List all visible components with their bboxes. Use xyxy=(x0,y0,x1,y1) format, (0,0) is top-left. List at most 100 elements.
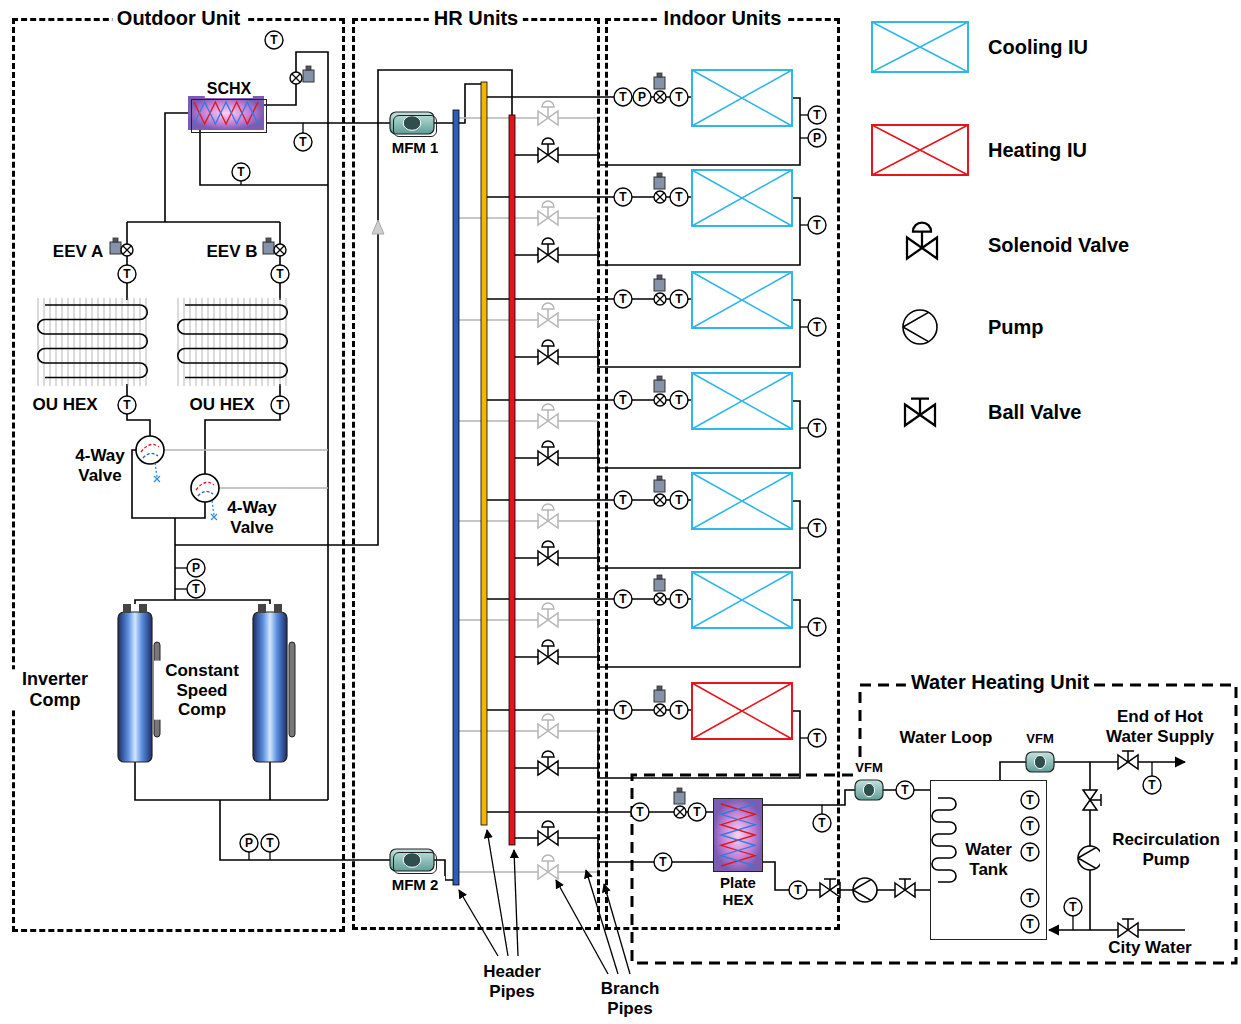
coil-fin xyxy=(184,298,185,386)
coil-fin xyxy=(262,298,263,386)
tank-coil xyxy=(932,798,956,882)
sensor-label: T xyxy=(675,593,682,605)
flow-meter-dial xyxy=(403,853,421,868)
valve-body xyxy=(654,293,666,305)
indoor-unit xyxy=(692,683,792,739)
header-pipe xyxy=(453,110,459,885)
indoor-unit-cross xyxy=(692,170,792,226)
sensor-circle xyxy=(1021,889,1039,907)
component-label: MFM 2 xyxy=(385,876,445,893)
part-label: EEV A xyxy=(51,242,105,262)
valve-body xyxy=(538,650,558,664)
sensor-circle xyxy=(1021,817,1039,835)
valve-cap xyxy=(542,541,554,547)
valve-body xyxy=(654,91,666,103)
compressor-terminal xyxy=(123,604,131,613)
valve-cross xyxy=(656,295,664,303)
legend-label: Ball Valve xyxy=(988,401,1081,424)
indoor-unit xyxy=(872,125,968,175)
sensor-stub xyxy=(302,123,303,133)
valve-stem xyxy=(547,827,549,838)
sensor-stub xyxy=(800,527,808,528)
sensor-circle xyxy=(808,519,826,537)
sensor-label: T xyxy=(619,704,626,716)
valve-body xyxy=(654,394,666,406)
sensor-circle xyxy=(1064,898,1082,916)
coil-fin xyxy=(220,298,221,386)
pipe-line xyxy=(459,619,598,621)
valve-body xyxy=(538,111,558,125)
valve-actuator xyxy=(654,380,665,392)
part-label: Recirculation Pump xyxy=(1100,830,1232,869)
valve-body xyxy=(538,211,558,225)
legend-label: Solenoid Valve xyxy=(988,234,1129,257)
coil-fin xyxy=(232,298,233,386)
valve-body xyxy=(290,72,302,84)
valve-body xyxy=(121,244,133,256)
sensor-circle xyxy=(118,265,136,283)
sensor-circle xyxy=(670,590,688,608)
sensor-circle xyxy=(670,391,688,409)
sensor-circle xyxy=(808,419,826,437)
sensor-circle xyxy=(614,590,632,608)
pipe-line xyxy=(219,487,328,489)
part-label: Branch Pipes xyxy=(593,979,667,1018)
valve-actuator xyxy=(110,242,121,254)
pipe-line xyxy=(126,222,128,300)
pipe-line xyxy=(164,449,328,451)
ball-valve xyxy=(895,879,915,897)
valve-body xyxy=(654,593,666,605)
indoor-unit-cross xyxy=(692,272,792,328)
region-title: Outdoor Unit xyxy=(112,7,245,30)
coil-fin xyxy=(280,298,281,386)
sensor-circle xyxy=(670,188,688,206)
valve-body xyxy=(895,883,915,897)
solenoid-valve xyxy=(538,303,558,327)
solenoid-valve xyxy=(538,404,558,428)
sensor-label: T xyxy=(1069,901,1076,913)
sensor-label: T xyxy=(675,704,682,716)
sensor-circle xyxy=(1021,791,1039,809)
coil-fin xyxy=(250,298,251,386)
pipe-line xyxy=(459,217,598,219)
compressor-terminal xyxy=(274,604,282,613)
heat-exchanger-body xyxy=(188,96,264,130)
solenoid-valve xyxy=(907,223,937,259)
valve-actuator xyxy=(263,242,274,254)
valve-actuator xyxy=(303,70,314,82)
flow-direction-arrow xyxy=(372,220,384,234)
sensor-label: T xyxy=(619,91,626,103)
region-panel: HR UnitsMFM 1MFM 2 xyxy=(352,18,600,930)
flow-meter xyxy=(855,780,883,800)
solenoid-valve xyxy=(538,821,558,845)
pipe-connector xyxy=(763,862,930,890)
indoor-unit xyxy=(872,22,968,72)
flow-meter-dial xyxy=(403,116,421,131)
coil-fin xyxy=(86,298,87,386)
region-title: HR Units xyxy=(429,7,523,30)
pipe-line xyxy=(174,518,176,600)
sensor-circle xyxy=(789,881,807,899)
sensor-label: T xyxy=(270,34,277,46)
valve-body xyxy=(538,761,558,775)
part-label: Constant Speed Comp xyxy=(154,661,250,720)
heat-exchanger-body xyxy=(713,798,763,872)
expansion-valve xyxy=(290,66,314,84)
valve-cross xyxy=(676,808,684,816)
pipe-line xyxy=(459,730,598,732)
sensor-circle xyxy=(187,580,205,598)
valve-body xyxy=(820,883,840,897)
coil-fin xyxy=(226,298,227,386)
sensor-circle xyxy=(1143,776,1161,794)
header-pipe xyxy=(481,82,487,825)
valve-actuator-cap xyxy=(266,238,271,242)
sensor-stub xyxy=(800,114,808,115)
four-way-port xyxy=(141,444,159,452)
coil-fin xyxy=(208,298,209,386)
sensor-circle xyxy=(670,88,688,106)
part-label: EEV B xyxy=(204,242,259,262)
sensor-stub xyxy=(248,852,249,860)
valve-actuator-cap xyxy=(306,66,311,70)
pilot-line xyxy=(155,463,157,477)
sensor-label: T xyxy=(619,593,626,605)
